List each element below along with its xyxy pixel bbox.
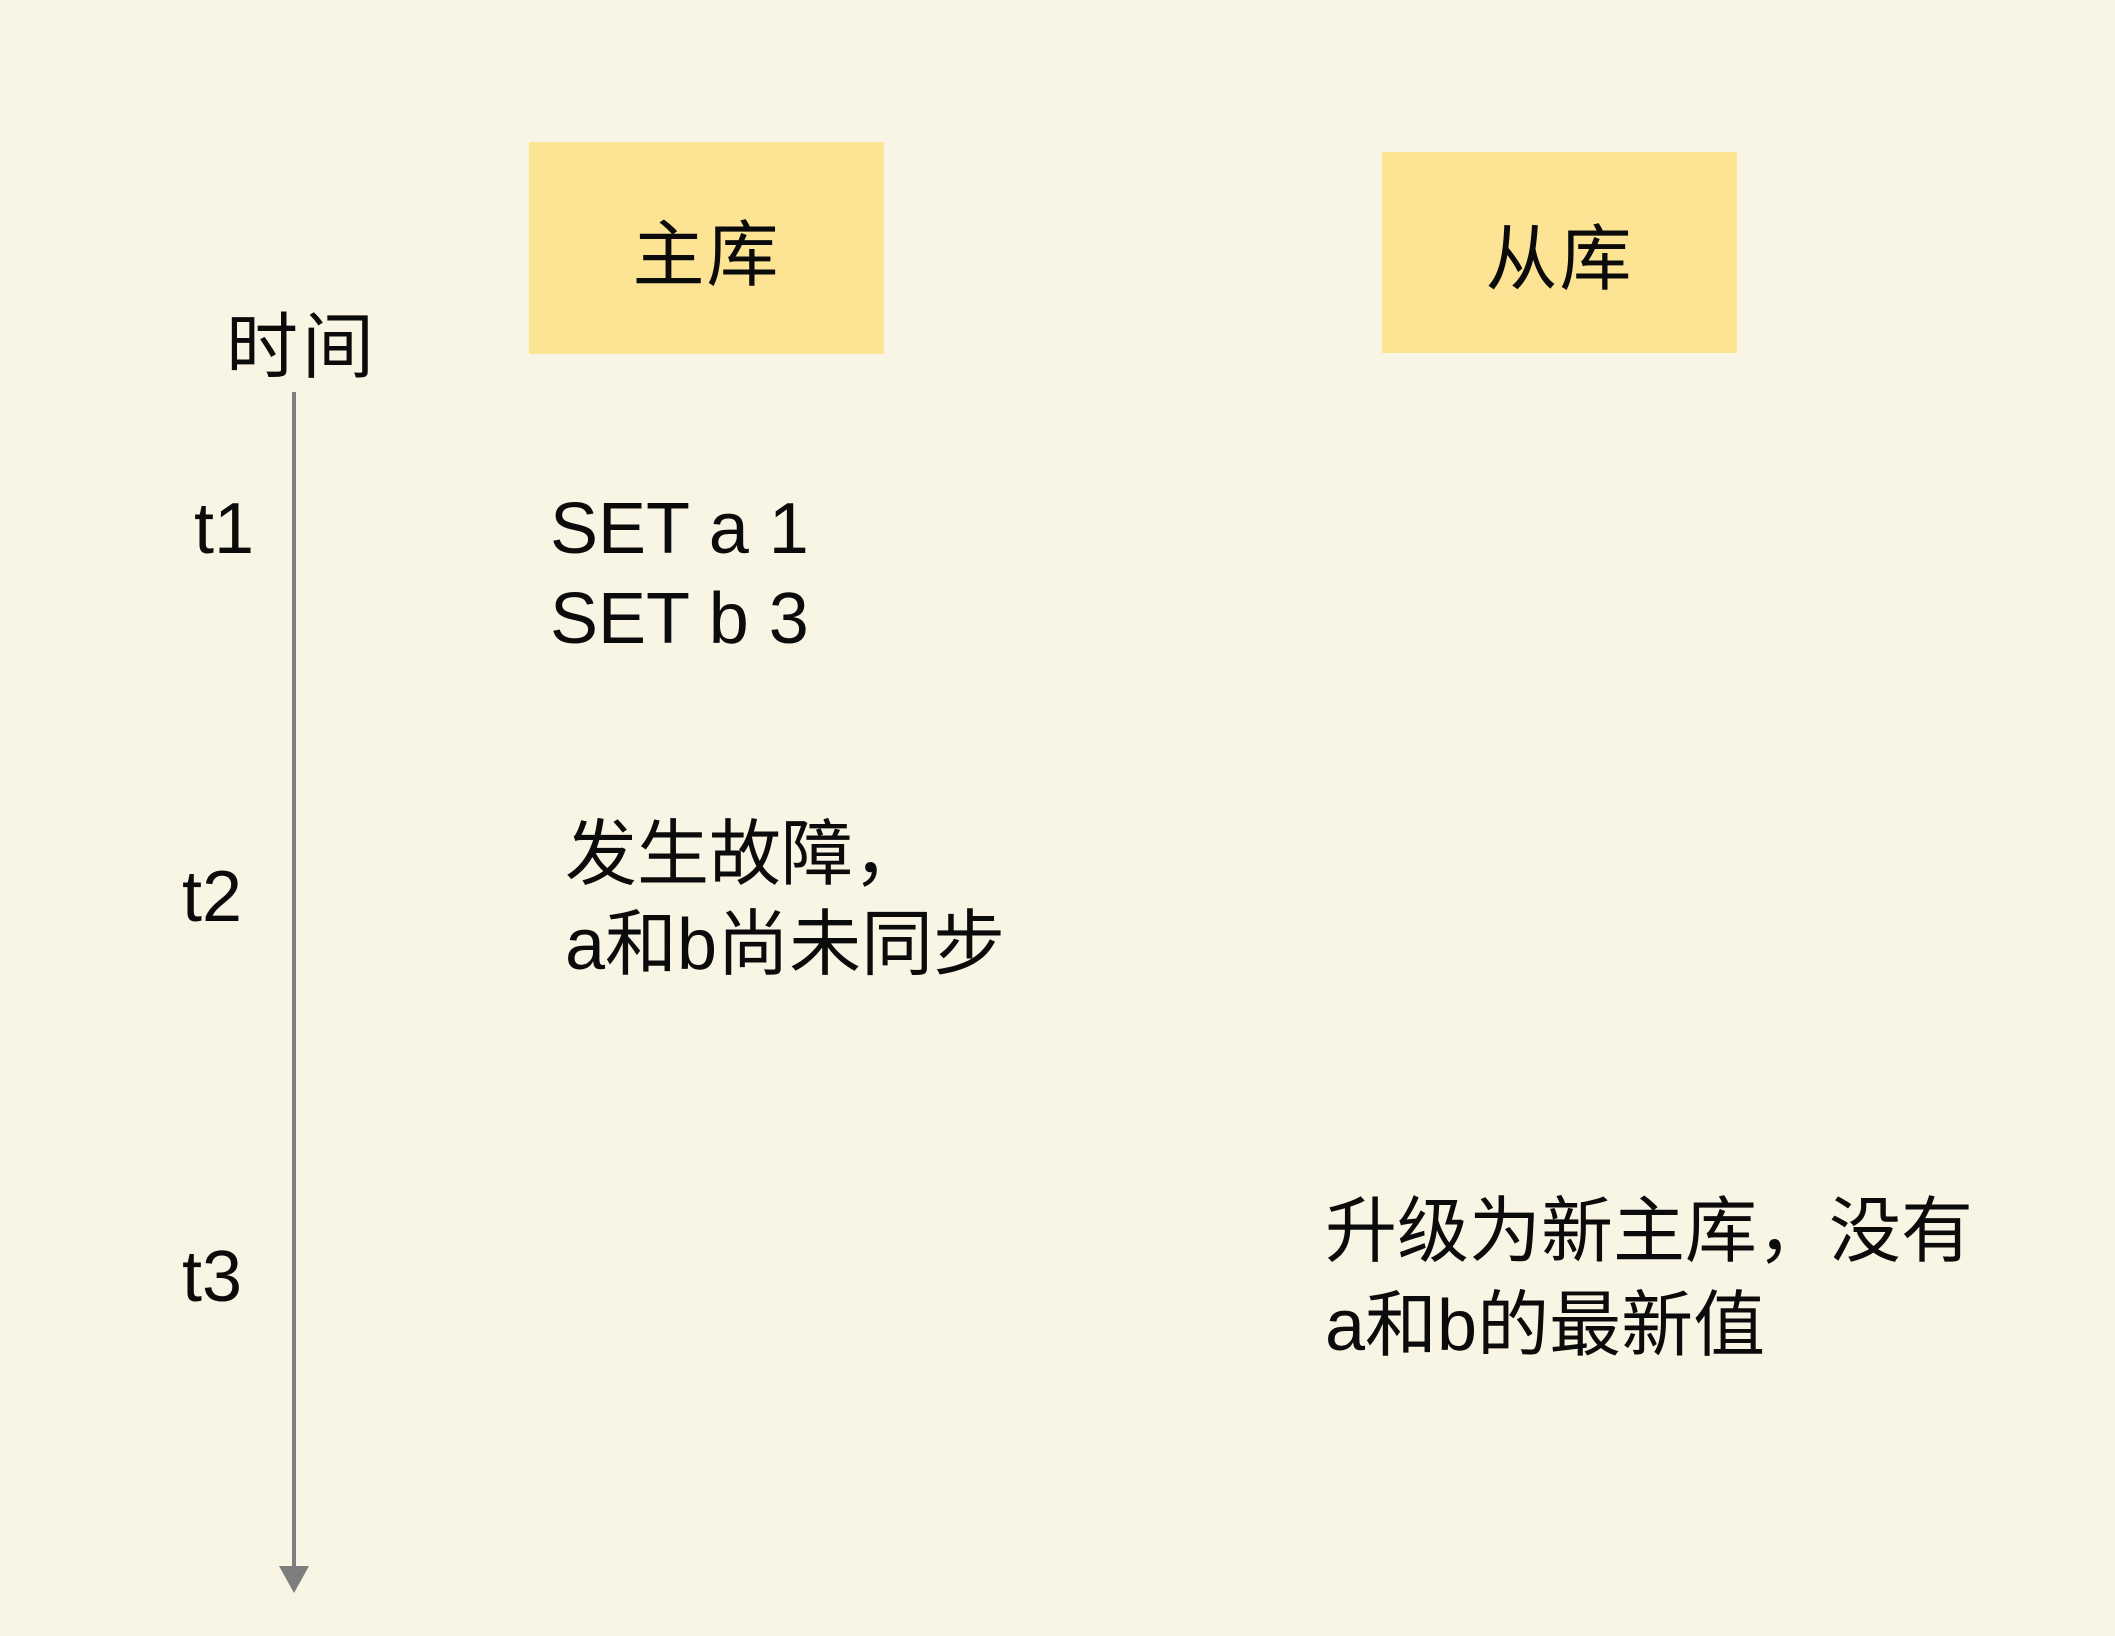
event-t3-line-2: a和b的最新值 xyxy=(1325,1286,1766,1366)
replica-db-box: 从库 xyxy=(1382,152,1737,353)
marker-t1: t1 xyxy=(194,489,255,569)
event-t1-line-1: SET a 1 xyxy=(550,489,809,569)
event-t2-master: 发生故障， a和b尚未同步 xyxy=(565,810,1005,990)
event-t3-replica: 升级为新主库，没有 a和b的最新值 xyxy=(1325,1185,1973,1373)
event-t3-line-1: 升级为新主库，没有 xyxy=(1325,1192,1974,1272)
event-t2-line-1: 发生故障， xyxy=(565,815,926,895)
event-t1-line-2: SET b 3 xyxy=(550,579,809,659)
event-t1-master: SET a 1 SET b 3 xyxy=(550,484,809,664)
master-db-box: 主库 xyxy=(529,142,884,354)
master-db-label: 主库 xyxy=(632,215,781,296)
event-t2-line-2: a和b尚未同步 xyxy=(565,905,1006,985)
marker-t3: t3 xyxy=(182,1237,243,1317)
arrow-down-icon xyxy=(279,1566,309,1593)
time-axis-label: 时间 xyxy=(226,308,379,388)
replica-db-label: 从库 xyxy=(1485,220,1634,300)
timeline-axis-line xyxy=(292,392,296,1568)
marker-t2: t2 xyxy=(182,857,243,937)
